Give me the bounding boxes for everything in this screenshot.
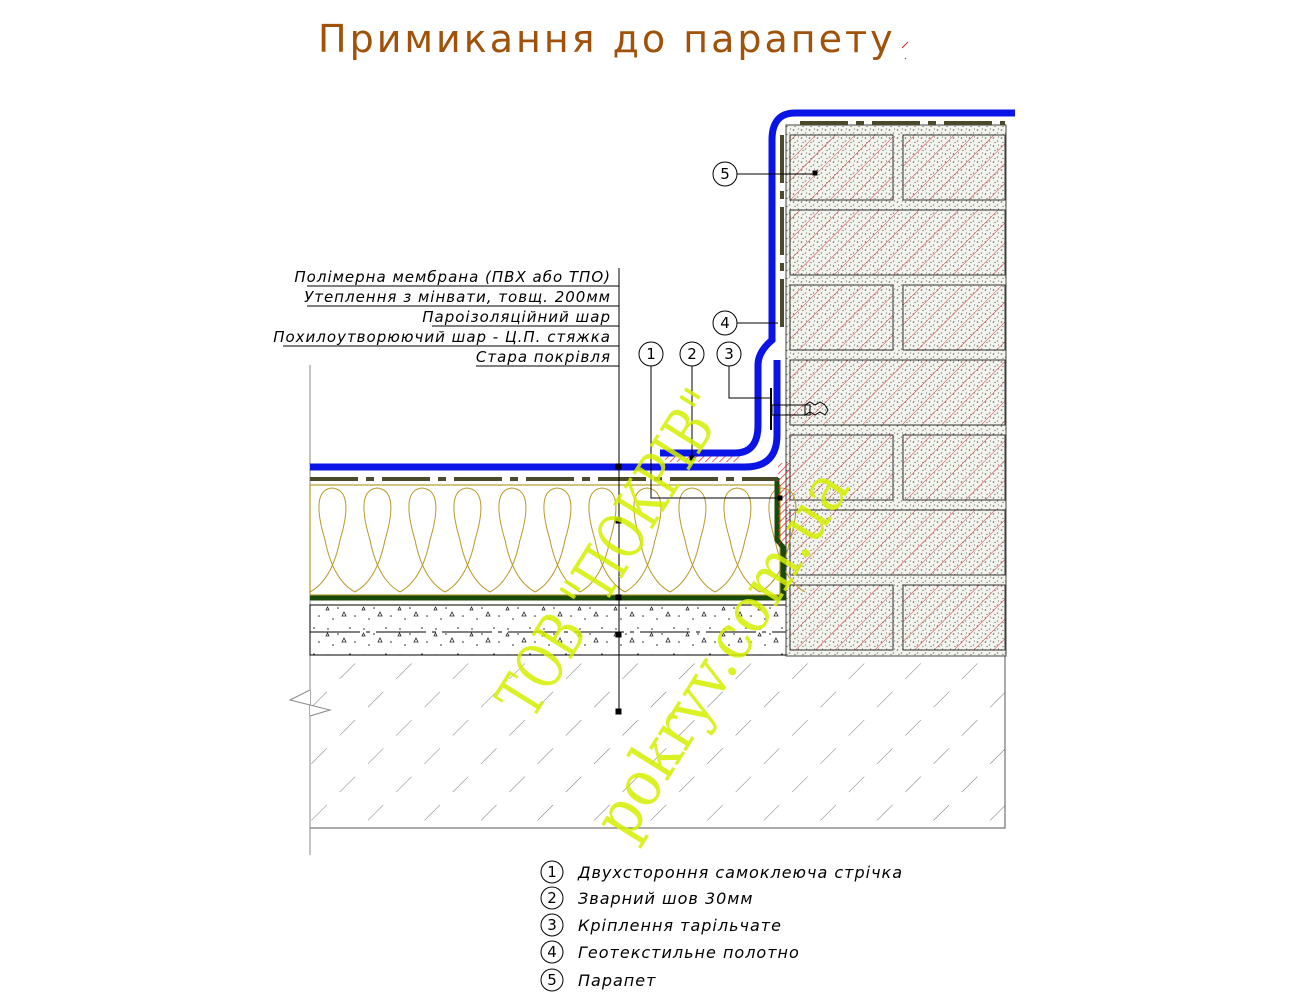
insulation-hatch: [669, 487, 716, 593]
main-membrane: [310, 360, 781, 471]
screed-layer: [309, 604, 791, 656]
bricks: [789, 134, 1006, 651]
legend-text-2: Зварний шов 30мм: [578, 889, 753, 908]
insulation-hatch: [534, 487, 581, 593]
insulation-hatch: [624, 487, 671, 593]
label-insulation: Утеплення з мінвати, товщ. 200мм: [304, 288, 611, 306]
insulation-hatch: [354, 487, 401, 593]
brick: [789, 284, 894, 351]
callout-5: 5: [720, 165, 730, 183]
brick: [902, 434, 1006, 501]
callout-4: 4: [720, 314, 730, 332]
insulation-hatch: [489, 487, 536, 593]
layer-leader: [283, 268, 622, 715]
brick: [789, 359, 1006, 426]
legend-num-2: 2: [547, 889, 557, 907]
brick-parapet: [785, 124, 1007, 657]
insulation-layer: [309, 484, 806, 596]
stray-mark: [901, 41, 909, 60]
adhesive-tape: [778, 463, 790, 545]
legend-text-1: Двухстороння самоклеюча стрічка: [577, 863, 903, 882]
label-membrane: Полімерна мембрана (ПВХ або ТПО): [294, 268, 611, 286]
brick: [789, 134, 894, 201]
label-screed: Похилоутворюючий шар - Ц.П. стяжка: [273, 328, 611, 346]
insulation-hatch: [444, 487, 491, 593]
brick: [789, 584, 894, 651]
label-vapor-barrier: Пароізоляційний шар: [422, 308, 611, 326]
parapet-membrane: [660, 109, 1015, 457]
callout-2: 2: [687, 345, 697, 363]
vapor-barrier: [310, 478, 786, 601]
layer-labels: Полімерна мембрана (ПВХ або ТПО) Утеплен…: [273, 268, 611, 366]
legend: 1 Двухстороння самоклеюча стрічка 2 Звар…: [540, 860, 903, 992]
callout-3: 3: [724, 345, 734, 363]
brick: [902, 134, 1006, 201]
label-old-roof: Стара покрівля: [476, 348, 611, 366]
legend-text-5: Парапет: [578, 971, 656, 990]
old-roof-concrete: [288, 365, 1006, 855]
brick: [789, 509, 1006, 576]
insulation-hatch: [309, 487, 356, 593]
legend-text-3: Кріплення тарільчате: [578, 916, 782, 935]
brick: [902, 584, 1006, 651]
brick: [789, 209, 1006, 276]
drawing-title: Примикання до парапету: [318, 17, 896, 61]
insulation-hatch: [714, 487, 761, 593]
legend-text-4: Геотекстильне полотно: [578, 943, 800, 962]
callouts: [638, 161, 818, 501]
legend-num-1: 1: [547, 863, 557, 881]
brick: [902, 284, 1006, 351]
callout-1: 1: [646, 345, 656, 363]
legend-num-4: 4: [547, 943, 557, 961]
disc-fastener: [770, 388, 829, 430]
weld-seam: [665, 456, 740, 462]
legend-num-5: 5: [547, 971, 557, 989]
legend-num-3: 3: [547, 916, 557, 934]
insulation-hatch: [399, 487, 446, 593]
insulation-hatch: [579, 487, 626, 593]
